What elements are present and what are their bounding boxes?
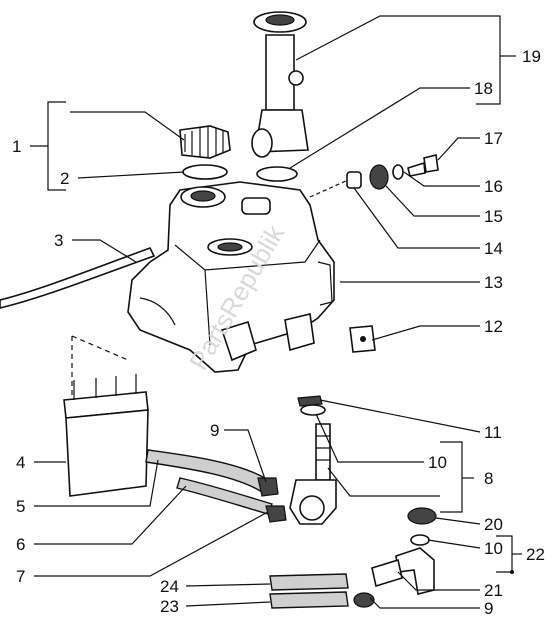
callout-24: 24 (160, 577, 179, 596)
callout-20: 20 (484, 515, 503, 534)
callout-6: 6 (16, 535, 25, 554)
callout-16: 16 (484, 177, 503, 196)
hose-clamp-c (353, 592, 375, 608)
callout-11: 11 (484, 423, 502, 442)
callout-14: 14 (484, 239, 503, 258)
elbow-fitting (371, 547, 435, 595)
tap-gasket-upper (300, 404, 326, 416)
callout-4: 4 (16, 453, 25, 472)
callout-1: 1 (12, 137, 21, 156)
callout-9-upper: 9 (210, 421, 219, 440)
fitting-20 (407, 507, 437, 525)
hose-clamp-b (265, 505, 287, 523)
sensor-bushing (346, 171, 362, 189)
leader-lines (30, 15, 522, 609)
callout-15: 15 (484, 207, 503, 226)
filler-neck (251, 11, 309, 158)
hose-23 (269, 591, 349, 609)
breather-hose (0, 247, 156, 309)
callout-23: 23 (160, 597, 179, 616)
callout-5: 5 (16, 497, 25, 516)
callout-19: 19 (522, 47, 541, 66)
elbow-gasket (410, 534, 430, 546)
callout-7: 7 (16, 567, 25, 586)
callout-10-lower: 10 (484, 539, 503, 558)
sensor-screw (407, 154, 439, 177)
callout-8: 8 (484, 469, 493, 488)
callout-2: 2 (60, 169, 69, 188)
fuel-tank (127, 181, 335, 373)
callout-10-upper: 10 (428, 453, 447, 472)
callout-22: 22 (526, 545, 545, 564)
callout-9-lower: 9 (484, 599, 493, 618)
cap-gasket (182, 164, 228, 180)
sensor-washer (392, 164, 404, 180)
callout-17: 17 (484, 129, 503, 148)
filler-gasket (256, 166, 298, 182)
tank-cap (179, 125, 231, 159)
callout-21: 21 (484, 581, 503, 600)
sensor-nut (369, 164, 389, 190)
callout-18: 18 (474, 79, 493, 98)
hose-24 (269, 573, 349, 591)
hose-clamp-a (257, 477, 279, 497)
tap-clamp-upper (297, 395, 323, 407)
callout-13: 13 (484, 273, 503, 292)
fuel-tap (289, 423, 337, 525)
callout-3: 3 (54, 231, 63, 250)
callout-12: 12 (484, 317, 503, 336)
filter-plate (63, 335, 149, 497)
